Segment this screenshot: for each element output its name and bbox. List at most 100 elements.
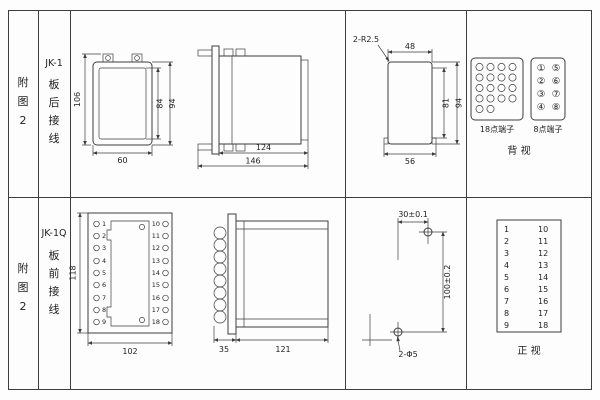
dim-text-118: 118 <box>69 265 78 280</box>
label-18pt: 18点端子 <box>480 124 514 134</box>
terminal-num: 16 <box>152 294 160 302</box>
table-cell: 2 <box>504 237 509 246</box>
terminal-num: ⑥ <box>552 76 561 87</box>
terminal-num: ② <box>537 76 546 87</box>
terminal-num: 9 <box>102 318 106 326</box>
model-char: 板 <box>49 248 60 262</box>
left-terminal-circles <box>93 220 100 326</box>
dim-text-60: 60 <box>117 156 127 165</box>
terminal-num: 3 <box>102 244 106 252</box>
dim-text-56: 56 <box>405 157 415 166</box>
table-cell: 18 <box>538 321 548 330</box>
top-terminal-view: ① ⑤ ② ⑥ ③ ⑦ ④ ⑧ 18点端子 8点端子 背 视 <box>470 57 566 157</box>
terminal-num: 5 <box>102 269 106 277</box>
table-cell: 9 <box>504 321 509 330</box>
hole-callout-text: 2-Φ5 <box>398 350 417 359</box>
dim-text-106: 106 <box>73 92 82 107</box>
dim-text-94: 94 <box>168 98 177 108</box>
fig-char: 图 <box>18 281 29 294</box>
cutout-feet <box>383 137 437 145</box>
case-inner-outline <box>98 67 147 140</box>
terminal-num: ⑤ <box>552 63 561 74</box>
bottom-terminal-table: 1 2 3 4 5 6 7 8 9 10 11 12 13 14 15 16 1… <box>496 219 562 357</box>
dim-60 <box>92 145 153 156</box>
table-cell: 3 <box>504 249 509 258</box>
bottom-fig-label: 附 图 2 <box>18 261 29 313</box>
terminal-num: ① <box>537 63 546 74</box>
terminal-num: 15 <box>152 281 160 289</box>
terminal-num: 10 <box>152 220 160 228</box>
dim-text-146: 146 <box>245 157 260 166</box>
bottom-model-label: JK-1Q 板 前 接 线 <box>41 228 67 316</box>
terminal-num: 14 <box>152 269 160 277</box>
dim-84 <box>146 67 161 140</box>
model-char: 线 <box>49 302 60 316</box>
terminal-block-8 <box>530 57 566 121</box>
mounting-plate <box>227 213 237 335</box>
case-screw-bumps <box>223 48 246 152</box>
dim-text-48: 48 <box>405 42 415 51</box>
dim-text-30: 30±0.1 <box>398 210 428 219</box>
fig-char: 2 <box>20 114 27 127</box>
fig-char: 2 <box>20 300 27 313</box>
fig-char: 附 <box>18 75 29 89</box>
terminal-num: 8 <box>102 306 106 314</box>
dim-48 <box>387 49 433 62</box>
view-label-back: 背 视 <box>507 144 530 157</box>
sheet-frame <box>8 10 592 390</box>
rear-studs <box>197 49 213 151</box>
terminal-num: ⑦ <box>552 89 561 100</box>
hole-leader-line <box>396 336 401 352</box>
table-cell: 10 <box>538 225 548 234</box>
dim-124 <box>218 140 309 169</box>
model-char: 板 <box>49 77 60 91</box>
mount-hole <box>139 224 145 230</box>
case-cutout-contour <box>106 220 150 327</box>
dim-text-81: 81 <box>442 98 451 108</box>
table-cell: 11 <box>538 237 548 246</box>
dim-94-cutout <box>432 61 460 145</box>
terminal-num: ③ <box>537 89 546 100</box>
relay-body <box>218 55 302 145</box>
dim-146 <box>197 150 309 169</box>
bottom-drill-view: 30±0.1 100±0.2 2-Φ5 <box>362 210 452 359</box>
top-front-view: 106 84 94 60 <box>73 53 177 165</box>
bottom-side-view: 35 121 <box>213 213 329 354</box>
dim-118 <box>77 212 88 334</box>
table-cell: 16 <box>538 297 548 306</box>
label-8pt: 8点端子 <box>533 124 562 134</box>
dim-102 <box>87 333 173 346</box>
cutout-outline <box>387 61 433 145</box>
top-cutout-view: 2-R2.5 48 81 94 56 <box>353 35 464 166</box>
terminal-num: 13 <box>152 257 160 265</box>
dim-text-121: 121 <box>275 345 290 354</box>
model-char: 后 <box>49 96 60 109</box>
table-outline <box>496 219 562 333</box>
mounting-flange <box>211 45 220 155</box>
table-cell: 5 <box>504 273 509 282</box>
frame-border <box>8 10 592 390</box>
table-left-column: 1 2 3 4 5 6 7 8 9 <box>504 225 509 330</box>
dim-94 <box>152 61 173 146</box>
terminal-num: 18 <box>152 318 160 326</box>
table-cell: 8 <box>504 309 509 318</box>
terminal-num: 7 <box>102 294 106 302</box>
table-cell: 1 <box>504 225 509 234</box>
terminal-block-18 <box>470 57 524 121</box>
table-right-column: 10 11 12 13 14 15 16 17 18 <box>538 225 548 330</box>
dim-text-102: 102 <box>122 347 137 356</box>
terminal-num: 6 <box>102 281 106 289</box>
mounting-screws <box>102 53 143 63</box>
dim-text-100: 100±0.2 <box>443 265 452 300</box>
terminal-grid-8: ① ⑤ ② ⑥ ③ ⑦ ④ ⑧ <box>537 63 561 113</box>
terminal-grid-18 <box>475 63 517 113</box>
table-cell: 15 <box>538 285 548 294</box>
terminal-num: 2 <box>102 232 106 240</box>
panel-outline <box>87 212 173 334</box>
table-cell: 12 <box>538 249 548 258</box>
panel-corner-lines <box>362 314 392 346</box>
body-end-cap <box>300 59 309 141</box>
terminal-num: 11 <box>152 232 160 240</box>
